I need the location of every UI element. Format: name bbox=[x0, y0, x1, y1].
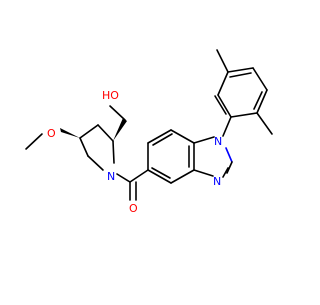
imidazole-n1-label: N bbox=[214, 135, 222, 148]
pyrrolidine-bond-c5-n bbox=[112, 140, 115, 164]
xyl-bond-3 bbox=[227, 67, 254, 73]
benz-bond-3 bbox=[170, 129, 195, 144]
stereo-wedge-ome bbox=[60, 128, 80, 138]
benz-bond-5 bbox=[170, 169, 195, 184]
imid-bond-c2-n3 bbox=[226, 161, 233, 174]
benz-bond-2 bbox=[147, 129, 172, 144]
methyl-right-bond bbox=[256, 112, 273, 135]
ch2-oh-bond bbox=[109, 105, 126, 121]
imidazole-n3-label: N bbox=[213, 175, 221, 188]
xyl-bond-4 bbox=[252, 67, 268, 91]
carbonyl-oxygen-label: O bbox=[129, 202, 138, 215]
amide-bond bbox=[116, 173, 131, 183]
pyrrolidine-bond-c2-c3 bbox=[79, 137, 89, 157]
bonds bbox=[25, 49, 273, 201]
stereo-wedge-ch2 bbox=[113, 118, 127, 141]
pyrrolidine-bond-n-c2 bbox=[87, 155, 104, 171]
pyrrolidine-bond-c4-c5 bbox=[97, 124, 114, 142]
aryl-carbonyl-bond bbox=[129, 169, 149, 183]
methyl-top-bond bbox=[216, 49, 229, 73]
imid-bond-n3-c3a bbox=[193, 169, 214, 177]
methoxy-oxygen-label: O bbox=[47, 127, 56, 140]
imid-bond-n1-c2 bbox=[225, 147, 233, 163]
imid-bond-c2-n3b bbox=[222, 167, 229, 178]
hydroxyl-label: HO bbox=[102, 89, 119, 102]
pyrrolidine-bond-c3-c4 bbox=[79, 124, 99, 139]
benz-bond-6b bbox=[151, 167, 171, 179]
xyl-bond-5b bbox=[253, 91, 263, 110]
molecule-canvas: HO O N O N N bbox=[25, 49, 273, 215]
pyrrolidine-nitrogen-label: N bbox=[107, 170, 115, 183]
atom-labels: HO O N O N N bbox=[47, 89, 222, 215]
benz-bond-6 bbox=[147, 169, 172, 184]
n-aryl-bond bbox=[222, 116, 232, 137]
xyl-bond-6 bbox=[230, 112, 258, 118]
xyl-bond-2 bbox=[217, 71, 229, 96]
methoxy-methyl-bond bbox=[25, 133, 43, 150]
xyl-bond-3b bbox=[229, 72, 252, 78]
benz-bond-2b bbox=[152, 133, 173, 146]
xyl-bond-1b bbox=[214, 95, 227, 115]
imid-bond-c7a-n1 bbox=[193, 136, 215, 144]
molecule-structure: HO O N O N N bbox=[25, 49, 273, 215]
xyl-bond-5 bbox=[256, 89, 268, 114]
xyl-bond-1 bbox=[217, 94, 232, 118]
